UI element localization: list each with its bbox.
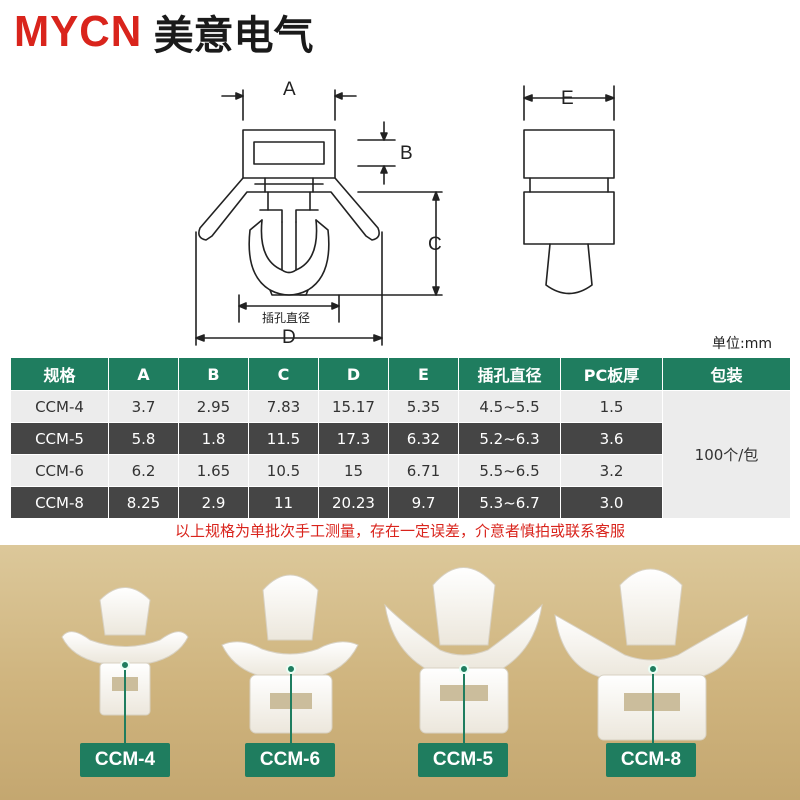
cell-a: 3.7 xyxy=(108,390,179,423)
dimension-diagram: A B C D E 插孔直径 xyxy=(195,79,615,348)
cell-spec: CCM-4 xyxy=(10,390,109,423)
dim-label-d: D xyxy=(282,327,296,348)
cell-hole-diameter: 4.5~5.5 xyxy=(458,390,561,423)
header-c: C xyxy=(248,357,319,391)
marker-line xyxy=(652,674,654,743)
model-tag-ccm-8: CCM-8 xyxy=(606,743,696,777)
table-row: CCM-8 8.25 2.9 11 20.23 9.7 5.3~6.7 3.0 xyxy=(10,486,791,519)
clip-head-slot xyxy=(253,141,325,165)
cell-d: 17.3 xyxy=(318,422,389,455)
header-spec: 规格 xyxy=(10,357,109,391)
header-b: B xyxy=(178,357,249,391)
cell-a: 5.8 xyxy=(108,422,179,455)
side-view-body xyxy=(523,191,615,245)
header-pc-thickness: PC板厚 xyxy=(560,357,663,391)
marker-dot xyxy=(648,664,658,674)
cell-hole-diameter: 5.5~6.5 xyxy=(458,454,561,487)
brand-logo: MYCN 美意电气 xyxy=(14,6,314,59)
cell-hole-diameter: 5.3~6.7 xyxy=(458,486,561,519)
header-hole-diameter: 插孔直径 xyxy=(458,357,561,391)
marker-line xyxy=(463,674,465,743)
cell-b: 1.8 xyxy=(178,422,249,455)
side-view-stem xyxy=(545,243,593,295)
table-row: CCM-5 5.8 1.8 11.5 17.3 6.32 5.2~6.3 3.6 xyxy=(10,422,791,455)
cell-e: 9.7 xyxy=(388,486,459,519)
cell-spec: CCM-6 xyxy=(10,454,109,487)
cell-spec: CCM-8 xyxy=(10,486,109,519)
marker-line xyxy=(124,670,126,743)
cell-d: 15.17 xyxy=(318,390,389,423)
cell-d: 20.23 xyxy=(318,486,389,519)
cell-b: 2.95 xyxy=(178,390,249,423)
header-d: D xyxy=(318,357,389,391)
cell-pc-thickness: 3.6 xyxy=(560,422,663,455)
header-packaging: 包装 xyxy=(662,357,791,391)
marker-dot xyxy=(286,664,296,674)
cell-e: 5.35 xyxy=(388,390,459,423)
side-view-head xyxy=(523,129,615,179)
table-header-row: 规格 A B C D E 插孔直径 PC板厚 包装 xyxy=(10,357,791,391)
spec-table: 规格 A B C D E 插孔直径 PC板厚 包装 CCM-4 3.7 2.95… xyxy=(10,357,791,519)
cell-pc-thickness: 3.0 xyxy=(560,486,663,519)
cell-e: 6.32 xyxy=(388,422,459,455)
marker-line xyxy=(290,674,292,743)
brand-chinese: 美意电气 xyxy=(153,13,314,59)
cell-pc-thickness: 1.5 xyxy=(560,390,663,423)
cell-b: 2.9 xyxy=(178,486,249,519)
cell-c: 11.5 xyxy=(248,422,319,455)
marker-dot xyxy=(120,660,130,670)
dim-label-b: B xyxy=(400,143,413,164)
cell-c: 11 xyxy=(248,486,319,519)
table-row: CCM-4 3.7 2.95 7.83 15.17 5.35 4.5~5.5 1… xyxy=(10,390,791,519)
header-e: E xyxy=(388,357,459,391)
clip-wings xyxy=(198,177,380,241)
cell-hole-diameter: 5.2~6.3 xyxy=(458,422,561,455)
marker-dot xyxy=(459,664,469,674)
header-a: A xyxy=(108,357,179,391)
dim-label-c: C xyxy=(428,234,442,255)
cell-c: 10.5 xyxy=(248,454,319,487)
clip-head-outer xyxy=(242,129,336,179)
brand-latin: MYCN xyxy=(14,7,143,56)
cell-e: 6.71 xyxy=(388,454,459,487)
cell-a: 8.25 xyxy=(108,486,179,519)
cell-b: 1.65 xyxy=(178,454,249,487)
unit-label: 单位:mm xyxy=(712,336,772,352)
cell-packaging: 100个/包 xyxy=(662,390,791,519)
cell-spec: CCM-5 xyxy=(10,422,109,455)
dim-label-hole: 插孔直径 xyxy=(262,311,310,325)
measurement-disclaimer: 以上规格为单批次手工测量，存在一定误差，介意者慎拍或联系客服 xyxy=(174,522,625,540)
model-tag-ccm-4: CCM-4 xyxy=(80,743,170,777)
cell-d: 15 xyxy=(318,454,389,487)
dim-label-a: A xyxy=(283,79,296,100)
cell-pc-thickness: 3.2 xyxy=(560,454,663,487)
table-row: CCM-6 6.2 1.65 10.5 15 6.71 5.5~6.5 3.2 xyxy=(10,454,791,487)
clip-photo-ccm-6 xyxy=(221,574,359,734)
cell-a: 6.2 xyxy=(108,454,179,487)
dim-label-e: E xyxy=(561,88,574,109)
model-tag-ccm-5: CCM-5 xyxy=(418,743,508,777)
cell-c: 7.83 xyxy=(248,390,319,423)
clip-stem xyxy=(281,221,297,274)
model-tag-ccm-6: CCM-6 xyxy=(245,743,335,777)
